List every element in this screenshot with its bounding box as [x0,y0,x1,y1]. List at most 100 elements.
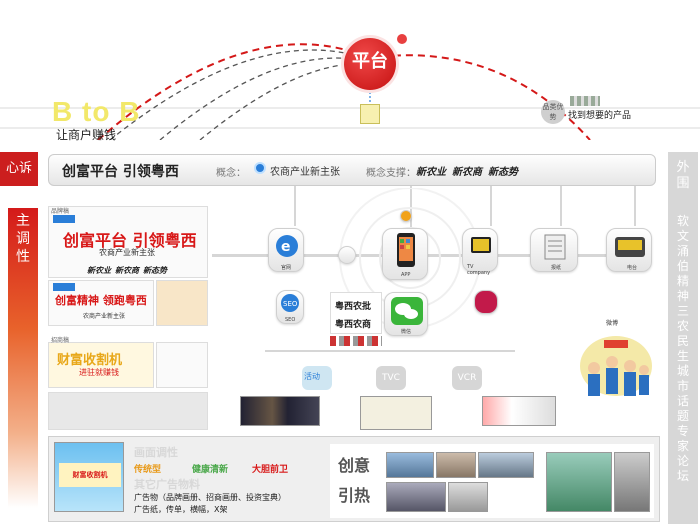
concept-label: 概念： [216,168,246,179]
ie-label: 官网 [281,265,292,271]
category-circle: 品类优势 [541,100,565,124]
hub-line-r3 [634,186,636,226]
print-panel-4 [48,392,208,430]
creative-photo-5 [448,482,488,512]
tvc-node: TVC [376,366,406,390]
support-item-2: 新农商 [452,167,482,178]
event-label: 活动 [304,372,320,381]
seo-label: SEO [285,317,296,323]
panel3-title: 财富收割机 [57,353,123,368]
concept-value: 农商产业新主张 [270,167,340,178]
platform-logo [360,104,380,124]
svg-text:SEO: SEO [283,300,298,308]
b2b-sub: 让商户赚钱 [56,128,117,142]
b2b-label: B to B [52,96,141,127]
newspaper-icon [544,234,566,260]
platform-small-ball [397,34,407,44]
right-text: 软文涌伯精神三农民生城市话题专家论坛 [676,214,689,483]
ie-icon: e [276,235,298,257]
farmers-illustration: 微博 [576,320,656,408]
creative-photo-6 [546,452,612,512]
support-item-1: 新农业 [416,167,446,178]
print-panel-2: 创富精神 领跑粤西 农商产业新主张 [48,280,154,326]
mail-icon [400,210,412,222]
tone-item-2: 健康清新 [192,465,229,475]
creative-photo-2 [436,452,476,478]
nm-bottom: 粤西农商 [335,320,372,330]
ads-line2: 广告纸，传单，横幅，X架 [134,505,228,514]
hub-line [212,254,652,257]
category-thumbs [570,96,600,106]
creative-photo-4 [386,482,446,512]
nm-card: 粤西农批 粤西农商 [330,292,382,334]
hub-line-up [410,186,412,254]
vcr-frames [482,396,556,426]
creative-photo-3 [478,452,534,478]
tone-bar [8,208,38,508]
creative-title-2: 引热 [338,486,371,505]
svg-text:e: e [281,239,291,255]
paper-label: 报纸 [551,265,562,271]
paper-channel[interactable]: 报纸 [530,228,578,272]
demand-label: 心诉求 [0,152,38,210]
ie-channel[interactable]: e 官网 [268,228,304,272]
wechat-icon [391,297,423,325]
panel3-label: 招商稿 [51,337,70,344]
support-item-3: 新态势 [488,167,518,178]
print-panel-3: 招商稿 财富收割机 进驻就赚钱 [48,337,154,388]
print-panel-3b [156,342,208,388]
concept-logo-icon [254,162,266,174]
weibo-label: 微博 [606,320,619,327]
hub-line-right [490,186,492,226]
tone-item-1: 传统型 [134,465,162,475]
nm-top: 粤西农批 [335,302,372,312]
wechat-channel[interactable]: 微信 [384,292,428,336]
panel1-item-2: 新农商 [115,266,139,275]
tvc-storyboard [360,396,432,430]
category-text: 找到想要的产品 [568,111,632,121]
mail-channel[interactable] [338,246,356,264]
billboard-photo: 财富收割机 [54,442,124,512]
phone-channel[interactable]: APP [382,228,428,280]
top-bar [48,154,656,186]
tv-label: TV company [467,264,491,276]
tone-item-3: 大胆前卫 [252,465,289,475]
tone-title: 画面调性 [134,446,178,459]
nm-thumbs [330,336,382,346]
creative-title-1: 创意 [338,456,371,475]
hub-line-left [294,186,296,226]
print-panel-2b [156,280,208,326]
radio-icon [615,237,645,257]
print-panel-1: 品牌稿 创富平台 引领粤西 农商产业新主张 新农业 新农商 新态势 [48,206,208,278]
panel1-title: 创富平台 引领粤西 [63,231,197,250]
panel3-sub: 进驻就赚钱 [79,368,119,377]
tone-label: 主调性 [16,213,30,265]
radio-channel[interactable]: 电台 [606,228,652,272]
right-bar [668,152,698,524]
video-icon [474,290,498,314]
panel2-logo [53,283,75,291]
panel1-sub: 农商产业新主张 [99,248,155,257]
tv-channel[interactable]: TV company [462,228,498,276]
right-title: 外围 [676,160,690,191]
vcr-node: VCR [452,366,482,390]
event-photos [240,396,320,426]
seo-icon: SEO [281,294,299,312]
event-node: 活动 [302,366,332,390]
radio-label: 电台 [627,265,638,271]
billboard-text: 财富收割机 [59,463,121,487]
platform-node: 平台 [344,38,396,90]
creative-photo-7 [614,452,650,512]
ads-title: 其它广告物料 [134,478,200,491]
panel1-item-1: 新农业 [87,266,111,275]
tv-icon [471,237,491,253]
phone-label: APP [401,272,411,278]
media-line [265,350,515,352]
seo-channel[interactable]: SEO SEO [276,290,304,324]
panel2-title: 创富精神 领跑粤西 [55,294,147,307]
panel1-logo [53,215,75,223]
main-title: 创富平台 引领粤西 [62,164,179,180]
panel1-item-3: 新态势 [143,266,167,275]
phone-icon [397,233,415,267]
support-label: 概念支撑： [366,168,416,179]
